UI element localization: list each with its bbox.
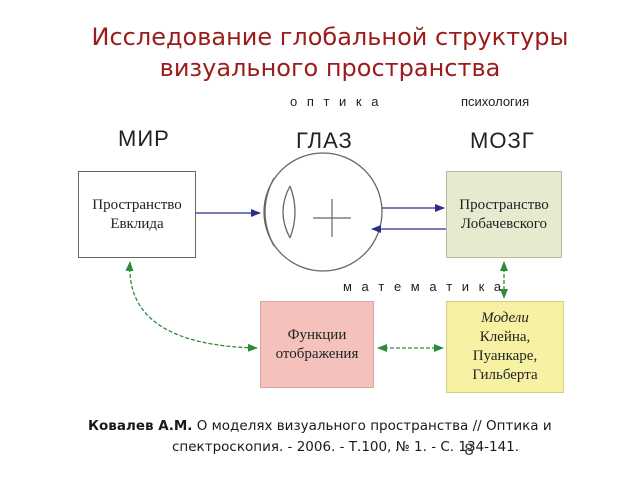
models-line-1: Модели [481, 310, 529, 326]
eye-label: ГЛАЗ [296, 128, 353, 153]
psychology-label: психология [461, 94, 530, 109]
lobachevsky-line-1: Пространство [459, 196, 549, 213]
title-line-2: визуального пространства [159, 54, 501, 82]
models-line-3: Пуанкаре, [472, 348, 538, 364]
euclid-line-2: Евклида [110, 215, 164, 232]
mapping-functions-box: Функции отображения [260, 301, 374, 388]
arrow-euclid-functions [125, 261, 258, 352]
eye-icon [263, 152, 383, 272]
mathematics-label: м а т е м а т и к а [343, 279, 505, 294]
lobachevsky-line-2: Лобачевского [460, 215, 548, 232]
title-line-1: Исследование глобальной структуры [91, 23, 569, 51]
models-line-4: Гильберта [472, 367, 538, 383]
brain-label: МОЗГ [470, 128, 535, 153]
functions-line-1: Функции [287, 326, 347, 343]
models-box: Модели Клейна, Пуанкаре, Гильберта [446, 301, 564, 393]
world-label: МИР [118, 126, 170, 151]
functions-line-2: отображения [275, 345, 359, 362]
citation-author: Ковалев А.М. [88, 418, 193, 434]
euclid-space-box: Пространство Евклида [78, 171, 196, 258]
page-title: Исследование глобальной структуры визуал… [0, 22, 640, 84]
page-number: 8 [464, 440, 475, 459]
euclid-line-1: Пространство [92, 196, 182, 213]
citation-text-1: О моделях визуального пространства // Оп… [196, 418, 552, 434]
citation-text-2: спектроскопия. - 2006. - Т.100, № 1. - С… [172, 439, 520, 455]
models-line-2: Клейна, [479, 329, 531, 345]
optics-label: о п т и к а [290, 94, 382, 109]
citation-line-1: Ковалев А.М. О моделях визуального прост… [88, 416, 588, 437]
lobachevsky-space-box: Пространство Лобачевского [446, 171, 562, 258]
citation: Ковалев А.М. О моделях визуального прост… [88, 416, 588, 458]
